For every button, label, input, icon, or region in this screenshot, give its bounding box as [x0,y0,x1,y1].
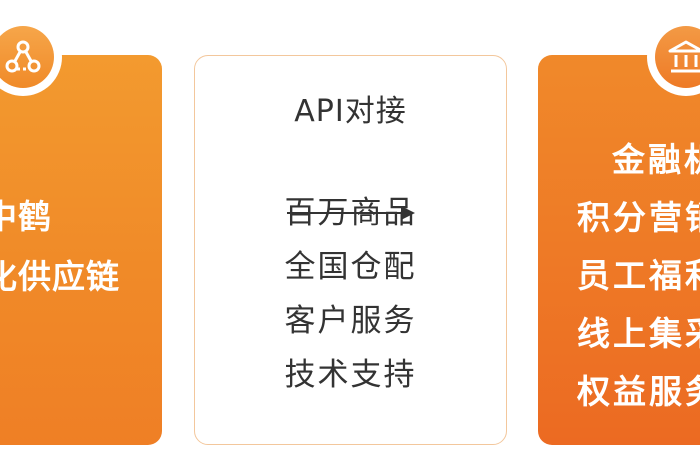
network-nodes-icon [5,40,41,73]
right-arrow-icon [287,206,415,220]
left-badge [0,18,62,96]
right-card-line-4: 线上集采 [577,314,700,353]
right-card-line-2: 积分营销 [577,198,700,237]
right-services-card [538,55,700,445]
bank-building-icon [668,40,700,73]
left-supply-chain-card [0,55,162,445]
right-card-line-1: 金融机 [612,140,700,179]
center-item-2: 全国仓配 [284,249,417,285]
left-card-line-1: 中鹤 [0,197,52,236]
left-badge-inner [0,26,54,88]
api-title: API对接 [294,94,407,129]
left-card-line-2: 化供应链 [0,257,120,296]
center-item-4: 技术支持 [284,357,417,393]
right-card-line-5: 权益服务 [577,372,700,411]
right-card-line-3: 员工福利 [577,256,700,295]
center-item-1: 百万商品 [284,195,417,231]
right-badge-inner [655,26,700,88]
api-integration-card: API对接 百万商品 全国仓配 客户服务 技术支持 [194,55,507,445]
center-item-3: 客户服务 [284,303,417,339]
